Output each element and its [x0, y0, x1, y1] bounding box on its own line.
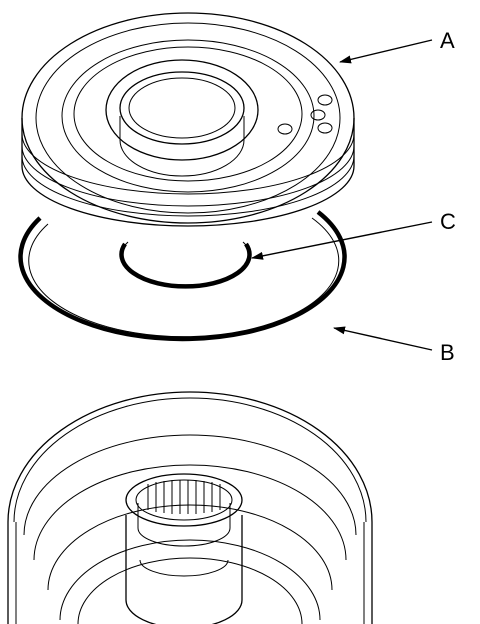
leader-c	[251, 221, 433, 260]
leader-a	[339, 39, 433, 64]
piston-hole	[277, 123, 293, 135]
piston-hole	[317, 122, 333, 134]
drum-rim-outer	[7, 391, 373, 523]
o-ring-c-visible	[119, 242, 252, 289]
o-ring-c	[119, 241, 252, 289]
label-a: A	[440, 28, 455, 53]
clutch-drum	[7, 391, 373, 624]
o-ring-b-visible	[18, 210, 347, 342]
piston-a	[21, 12, 355, 227]
piston-side-wall	[21, 118, 355, 227]
drum-hub	[125, 473, 243, 624]
label-b: B	[440, 340, 455, 365]
piston-top-rim	[21, 12, 355, 224]
piston-hole	[317, 94, 333, 106]
piston-boss-outer	[105, 59, 259, 161]
leader-b	[333, 326, 433, 351]
label-c: C	[440, 209, 456, 234]
o-ring-b	[18, 210, 347, 342]
piston-hole	[310, 109, 326, 121]
hub-splines	[147, 480, 221, 514]
piston-bore	[119, 71, 245, 145]
